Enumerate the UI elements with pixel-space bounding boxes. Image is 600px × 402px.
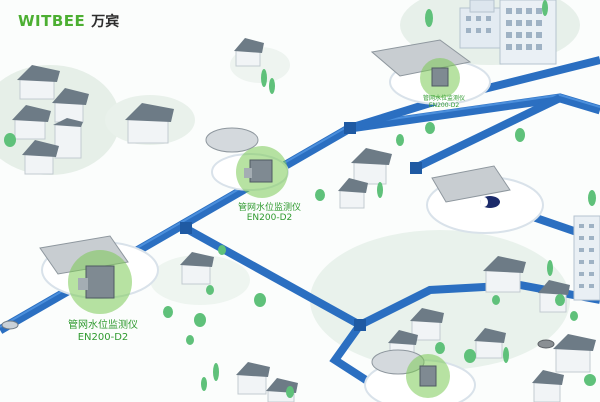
houses (12, 38, 596, 402)
house (52, 88, 89, 123)
device-label: 管网水位监测仪 EN200-D2 (68, 320, 138, 343)
house (22, 140, 59, 175)
pipe-joint (410, 162, 422, 174)
device-label: 管网水位监测仪 EN200-D2 (238, 203, 301, 224)
south-branch (183, 224, 362, 329)
east-branch (413, 94, 562, 172)
level-monitor-device (420, 58, 460, 98)
house (351, 148, 392, 185)
manhole-cover-plate (431, 165, 511, 203)
device-label-name: 管网水位监测仪 (68, 320, 138, 331)
pipe-outlet (480, 196, 500, 208)
level-monitor-device (68, 250, 132, 314)
house (12, 105, 51, 140)
brand-name-cn: 万宾 (91, 14, 120, 30)
device-label-name: 管网水位监测仪 (423, 95, 466, 102)
tower-building (573, 215, 600, 301)
main-pipe (0, 93, 600, 334)
device-label-model: EN200-D2 (77, 331, 129, 343)
brand-logo: WITBEE 万宾 (18, 11, 119, 31)
house (532, 370, 564, 402)
pipe-joint (180, 222, 192, 234)
house (236, 362, 270, 395)
house (53, 118, 83, 159)
manhole-cover-plate (370, 39, 472, 77)
manholes (1, 320, 555, 349)
trees (4, 0, 596, 398)
house (553, 334, 596, 373)
device-label: 管网水位监测仪 EN200-D2 (423, 95, 466, 110)
level-monitor-device (406, 354, 450, 398)
house (483, 256, 526, 293)
main-pipe-highlight (0, 93, 600, 328)
pipe-joint (354, 319, 366, 331)
pipe-joint (344, 122, 356, 134)
house (125, 103, 174, 144)
open-manhole (205, 127, 259, 153)
house (234, 38, 264, 67)
brand-name-en: WITBEE (18, 12, 86, 30)
house (410, 308, 444, 341)
level-monitor-device (236, 146, 288, 198)
house (180, 252, 214, 285)
house (338, 178, 368, 209)
device-label-model: EN200-D2 (428, 101, 460, 109)
device-label-model: EN200-D2 (246, 213, 293, 224)
house (17, 65, 60, 100)
sensor-devices (68, 58, 500, 398)
device-label-name: 管网水位监测仪 (238, 203, 302, 213)
house (474, 328, 506, 359)
